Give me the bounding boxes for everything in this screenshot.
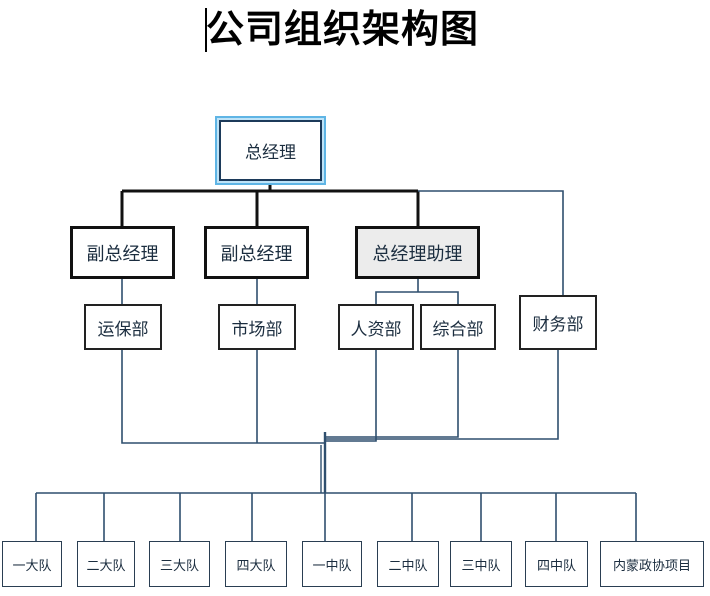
node-label: 总经理助理	[372, 243, 463, 265]
finance-to-hub-line	[325, 350, 559, 440]
node-label: 副总经理	[86, 243, 159, 265]
node-dept-ops[interactable]: 运保部	[84, 304, 162, 350]
node-label: 综合部	[432, 319, 484, 340]
admin-to-hub-line	[325, 350, 459, 438]
node-label: 内蒙政协项目	[612, 558, 691, 574]
node-label: 四中队	[536, 558, 576, 574]
node-general-manager[interactable]: 总经理	[219, 120, 322, 181]
assistant-fork-line	[375, 291, 459, 304]
node-dept-hr[interactable]: 人资部	[338, 304, 414, 350]
finance-link-line	[418, 190, 564, 295]
node-dept-finance[interactable]: 财务部	[519, 295, 597, 350]
node-team-4[interactable]: 四大队	[225, 541, 287, 587]
node-label: 财务部	[532, 315, 584, 335]
node-team-3[interactable]: 三大队	[149, 541, 210, 587]
node-label: 一中队	[312, 558, 352, 574]
node-team-8[interactable]: 四中队	[525, 541, 588, 587]
upper-connectors	[120, 181, 420, 226]
node-label: 总经理	[245, 143, 296, 163]
node-dept-admin[interactable]: 综合部	[420, 304, 496, 350]
node-team-6[interactable]: 二中队	[377, 541, 439, 587]
node-team-9[interactable]: 内蒙政协项目	[600, 541, 704, 587]
page-title: 公司组织架构图	[206, 6, 480, 51]
blue-connectors	[35, 190, 637, 541]
node-team-2[interactable]: 二大队	[77, 541, 135, 587]
text-cursor	[205, 8, 207, 52]
node-label: 二中队	[388, 558, 428, 574]
node-deputy-gm-1[interactable]: 副总经理	[70, 226, 175, 279]
node-label: 二大队	[86, 558, 126, 574]
node-dept-market[interactable]: 市场部	[218, 304, 296, 350]
node-team-5[interactable]: 一中队	[302, 541, 362, 587]
node-label: 副总经理	[220, 243, 293, 265]
node-label: 一大队	[12, 558, 52, 574]
node-team-7[interactable]: 三中队	[450, 541, 512, 587]
node-team-1[interactable]: 一大队	[2, 541, 62, 587]
node-label: 人资部	[350, 319, 402, 340]
node-label: 市场部	[231, 319, 283, 340]
node-label: 三大队	[159, 558, 199, 574]
hr-to-hub-line	[325, 350, 377, 442]
ops-to-hub-line	[121, 350, 325, 444]
node-label: 运保部	[97, 319, 149, 340]
node-label: 四大队	[236, 558, 276, 574]
node-deputy-gm-2[interactable]: 副总经理	[204, 226, 309, 279]
node-gm-assistant[interactable]: 总经理助理	[355, 226, 480, 279]
node-label: 三中队	[461, 558, 501, 574]
